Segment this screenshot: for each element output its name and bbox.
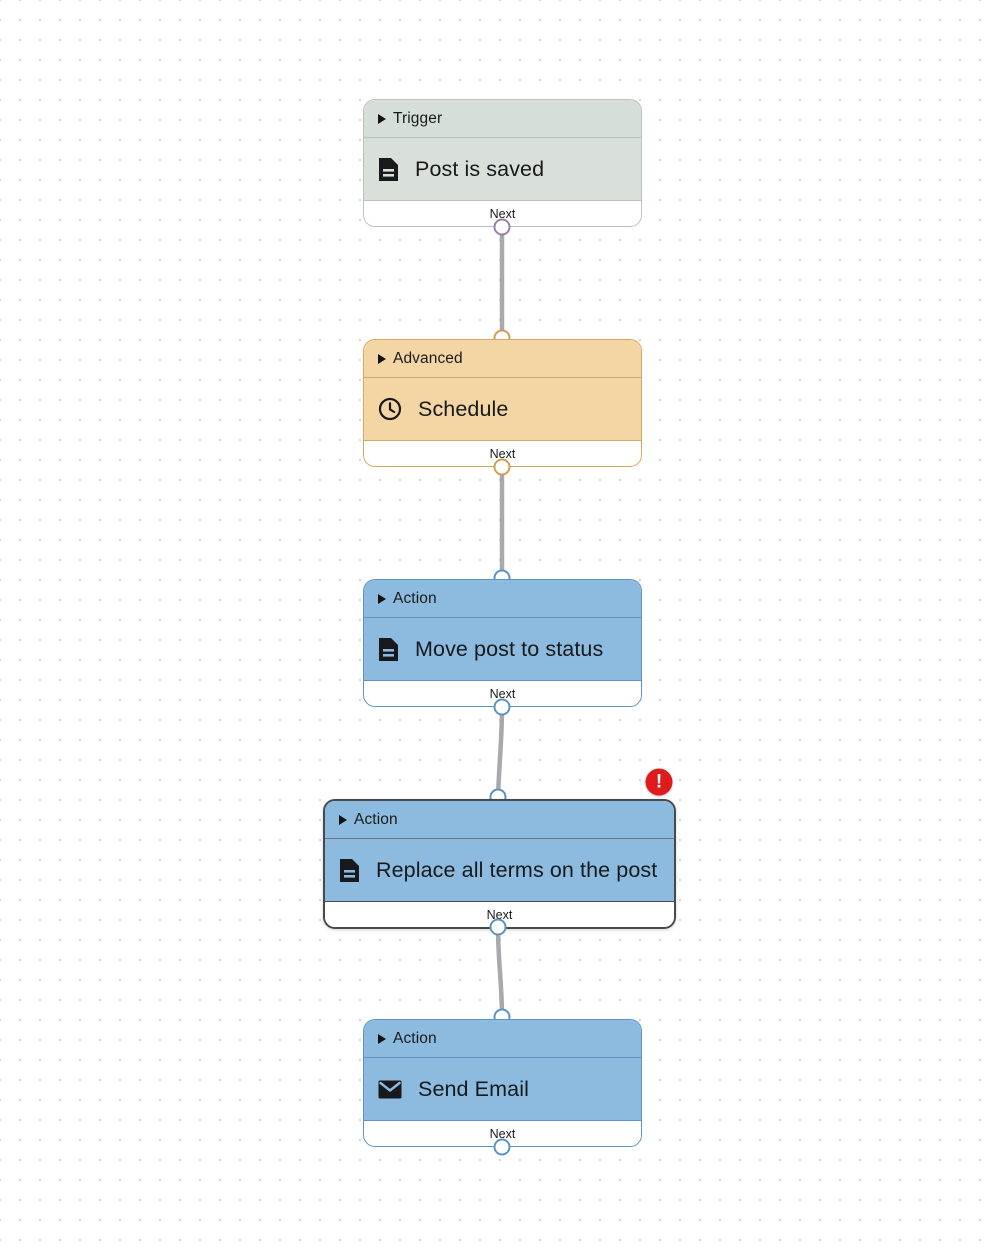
disclosure-triangle-icon[interactable] — [378, 353, 386, 364]
edge-replace-terms-to-send-email — [495, 926, 505, 1018]
node-body: Replace all terms on the post — [325, 839, 674, 901]
node-footer-next[interactable]: Next — [364, 440, 641, 466]
node-category-label: Action — [393, 589, 437, 607]
node-error-badge[interactable]: ! — [645, 768, 673, 796]
node-body: Schedule — [364, 378, 641, 440]
node-body: Send Email — [364, 1058, 641, 1120]
disclosure-triangle-icon[interactable] — [378, 1033, 386, 1044]
disclosure-triangle-icon[interactable] — [339, 814, 347, 825]
workflow-node-trigger-post-is-saved[interactable]: Trigger Post is saved Next — [363, 99, 642, 227]
error-exclamation-icon: ! — [655, 771, 663, 792]
node-header[interactable]: Advanced — [364, 340, 641, 378]
output-port-advanced-schedule[interactable] — [493, 458, 511, 476]
envelope-icon — [378, 1080, 402, 1099]
node-footer-label: Next — [489, 1126, 516, 1141]
disclosure-triangle-icon[interactable] — [378, 113, 386, 124]
output-port-trigger-post-is-saved[interactable] — [493, 218, 511, 236]
node-footer-label: Next — [489, 686, 516, 701]
workflow-node-action-move-post-to-status[interactable]: Action Move post to status Next — [363, 579, 642, 707]
workflow-node-advanced-schedule[interactable]: Advanced Schedule Next — [363, 339, 642, 467]
node-category-label: Advanced — [393, 349, 463, 367]
node-category-label: Action — [393, 1029, 437, 1047]
node-category-label: Action — [354, 810, 398, 828]
output-port-action-replace-all-terms-on-the-post[interactable] — [489, 918, 507, 936]
disclosure-triangle-icon[interactable] — [378, 593, 386, 604]
node-body: Post is saved — [364, 138, 641, 200]
node-title: Move post to status — [415, 636, 604, 661]
document-icon — [378, 637, 399, 662]
workflow-node-action-send-email[interactable]: Action Send Email Next — [363, 1019, 642, 1147]
node-title: Replace all terms on the post — [376, 857, 658, 882]
node-header[interactable]: Action — [364, 1020, 641, 1058]
node-title: Schedule — [418, 396, 509, 421]
node-header[interactable]: Trigger — [364, 100, 641, 138]
node-body: Move post to status — [364, 618, 641, 680]
node-footer-label: Next — [486, 907, 513, 922]
node-title: Send Email — [418, 1076, 529, 1101]
edge-move-post-to-replace-terms — [495, 706, 505, 798]
document-icon — [339, 858, 360, 883]
document-icon — [378, 157, 399, 182]
node-footer-label: Next — [489, 206, 516, 221]
node-header[interactable]: Action — [325, 801, 674, 839]
node-title: Post is saved — [415, 156, 545, 181]
node-footer-label: Next — [489, 446, 516, 461]
workflow-node-action-replace-all-terms-on-the-post[interactable]: Action Replace all terms on the post Nex… — [323, 799, 676, 929]
output-port-action-move-post-to-status[interactable] — [493, 698, 511, 716]
clock-icon — [378, 397, 402, 421]
node-category-label: Trigger — [393, 109, 443, 127]
node-header[interactable]: Action — [364, 580, 641, 618]
output-port-action-send-email[interactable] — [493, 1138, 511, 1156]
